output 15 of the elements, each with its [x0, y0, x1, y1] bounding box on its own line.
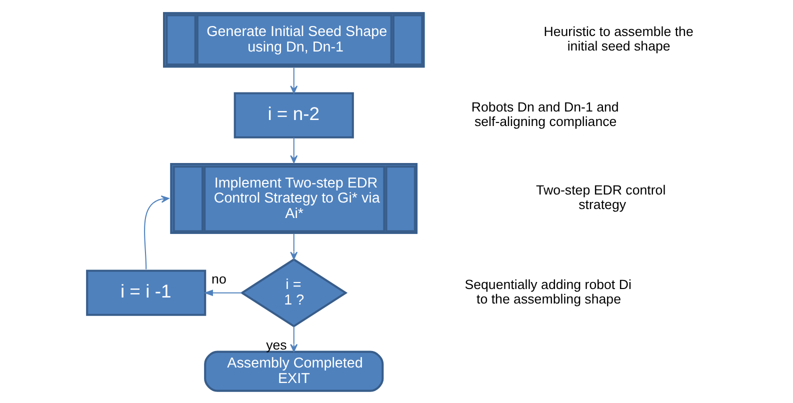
- arrow: [290, 68, 298, 94]
- arrow: [203, 290, 242, 296]
- label: Heuristic to assemble the initial seed shape: [543, 24, 693, 54]
- label: Two-step EDR control strategy: [536, 182, 666, 212]
- node-diamond: i = 1 ?: [240, 258, 348, 328]
- arrow: [290, 234, 298, 260]
- edge-label: no: [211, 271, 226, 286]
- arrow: [290, 138, 298, 164]
- edge-label: yes: [266, 337, 286, 352]
- label: Robots Dn and Dn-1 and self-aligning compliance: [470, 100, 618, 129]
- node-box: i = i -1: [86, 270, 206, 316]
- label: Sequentially adding robot Di to the assembling shape: [464, 277, 631, 306]
- arrow: [144, 195, 169, 270]
- node-box: i = n-2: [233, 92, 354, 138]
- arrow: [290, 326, 298, 352]
